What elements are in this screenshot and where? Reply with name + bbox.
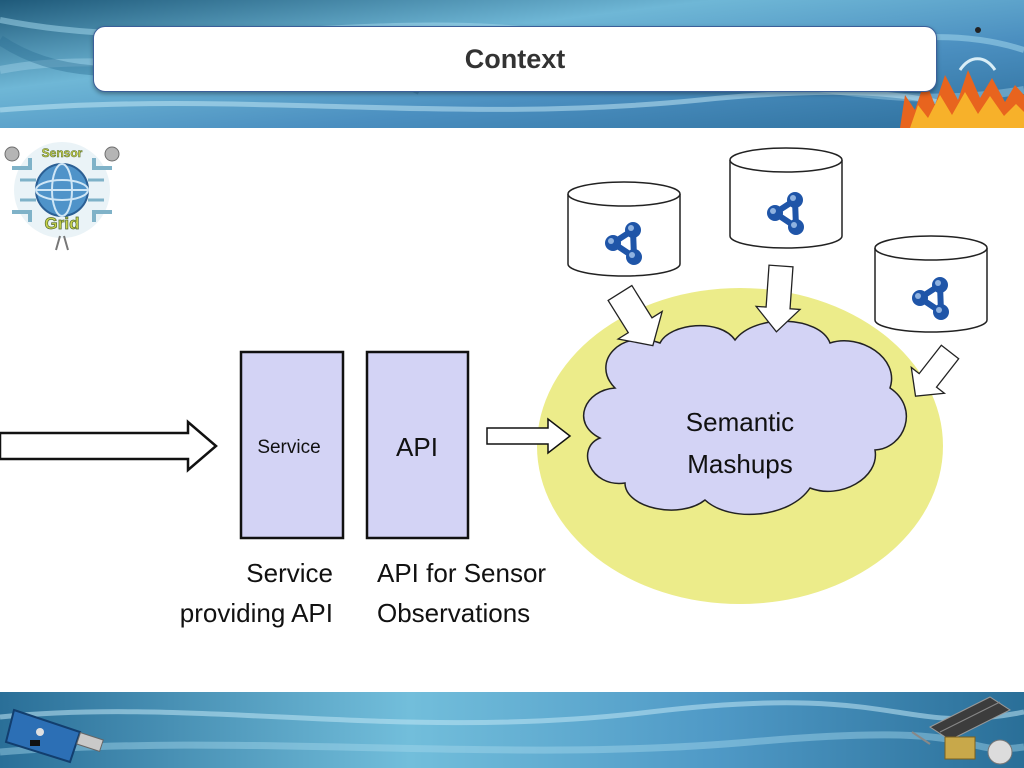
- arrow-db2-to-ellipse: [754, 264, 802, 333]
- api-caption-line1: API for Sensor: [377, 558, 546, 588]
- api-to-mashups-arrow: [486, 417, 572, 455]
- satellite-image: [911, 696, 1013, 765]
- arrow-db1-to-ellipse: [607, 284, 664, 347]
- rdf-database-3: [874, 235, 988, 333]
- sensor-board-image: [4, 708, 104, 764]
- footer-banner: [0, 692, 1024, 768]
- diagram: Sensor Grid Semantic Mashups: [0, 142, 988, 628]
- sensor-grid-logo: Sensor Grid: [4, 142, 120, 251]
- footer-background: [0, 692, 1024, 768]
- cloud-label-line1: Semantic: [686, 407, 794, 437]
- api-caption-line2: Observations: [377, 598, 530, 628]
- rdf-database-1: [567, 181, 681, 277]
- diagram-canvas: Sensor Grid Semantic Mashups: [0, 128, 1024, 692]
- service-box-label: Service: [257, 437, 320, 458]
- service-caption-line2: providing API: [180, 598, 333, 628]
- api-box: [365, 350, 470, 540]
- logo-top-word: Sensor: [42, 146, 83, 160]
- service-box: [239, 350, 345, 540]
- slide-title: Context: [464, 43, 566, 74]
- api-box-label: API: [396, 432, 438, 462]
- arrow-db3-to-ellipse: [910, 344, 960, 397]
- service-caption-line1: Service: [246, 558, 333, 588]
- incoming-arrow: [0, 419, 218, 473]
- cloud-label-line2: Mashups: [687, 449, 793, 479]
- semantic-mashups-cloud: [582, 320, 908, 516]
- title-box: Context: [93, 26, 937, 92]
- header-banner: Context: [0, 0, 1024, 128]
- rdf-database-2: [729, 147, 843, 249]
- logo-bottom-word: Grid: [45, 214, 80, 233]
